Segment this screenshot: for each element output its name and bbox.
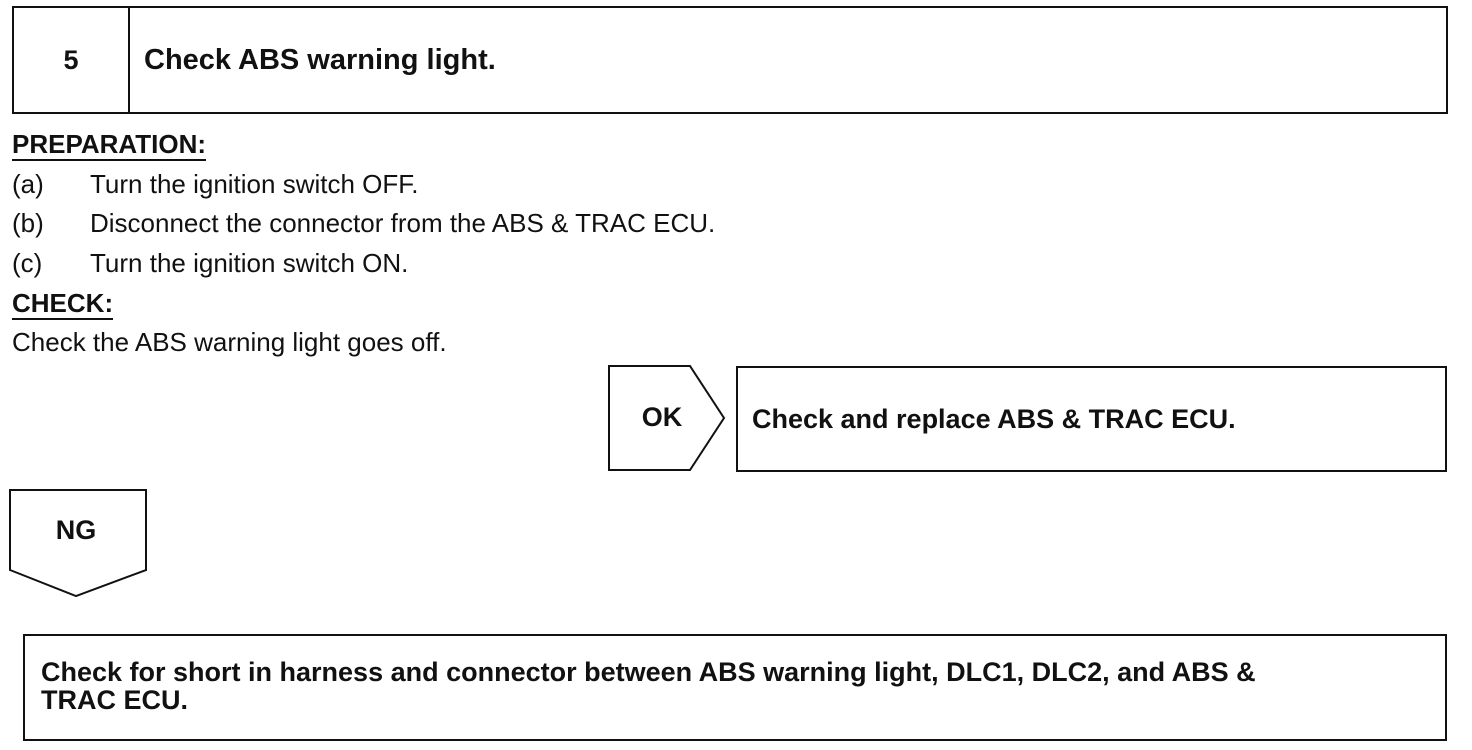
ok-result-text: Check and replace ABS & TRAC ECU. bbox=[752, 403, 1236, 434]
item-text: Turn the ignition switch OFF. bbox=[90, 169, 419, 199]
ng-result-box: Check for short in harness and connector… bbox=[23, 634, 1447, 741]
ok-label: OK bbox=[641, 402, 683, 432]
ng-result-text-line1: Check for short in harness and connector… bbox=[41, 657, 1256, 687]
check-heading: CHECK: bbox=[12, 288, 114, 320]
check-text: Check the ABS warning light goes off. bbox=[12, 327, 447, 357]
ok-result-box: Check and replace ABS & TRAC ECU. bbox=[736, 366, 1447, 472]
preparation-item-b: (b) Disconnect the connector from the ABS… bbox=[12, 208, 715, 238]
preparation-item-a: (a) Turn the ignition switch OFF. bbox=[12, 169, 419, 199]
item-label: (b) bbox=[12, 208, 44, 238]
item-text: Disconnect the connector from the ABS & … bbox=[90, 208, 716, 238]
item-label: (c) bbox=[12, 248, 43, 278]
ok-arrow-icon bbox=[608, 365, 726, 471]
step-number: 5 bbox=[14, 8, 130, 112]
step-title: Check ABS warning light. bbox=[144, 43, 496, 76]
ng-result-text-line2: TRAC ECU. bbox=[41, 685, 188, 715]
item-text: Turn the ignition switch ON. bbox=[90, 248, 409, 278]
ng-label: NG bbox=[55, 515, 97, 545]
step-header-box: 5 Check ABS warning light. bbox=[12, 6, 1448, 114]
ng-arrow-icon bbox=[9, 489, 147, 598]
preparation-item-c: (c) Turn the ignition switch ON. bbox=[12, 248, 408, 278]
preparation-heading: PREPARATION: bbox=[12, 129, 207, 161]
item-label: (a) bbox=[12, 169, 44, 199]
